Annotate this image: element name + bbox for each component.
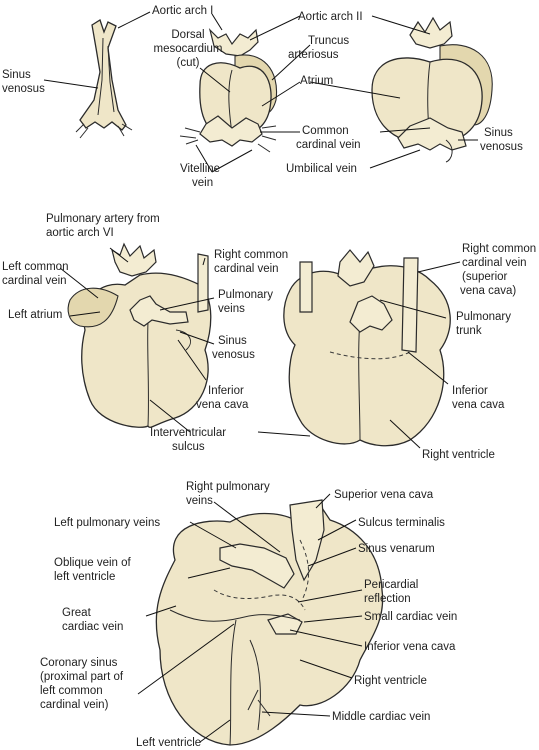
row1-leaders [43, 11, 478, 173]
label-right-ventricle-bottom: Right ventricle [354, 675, 427, 687]
label-coronary-sinus-2: (proximal part of [40, 671, 124, 683]
label-interventricular-1: Interventricular [150, 427, 226, 439]
label-great-cardiac-2: cardiac vein [62, 621, 123, 633]
label-right-common-cardinal-b2: cardinal vein [462, 257, 527, 269]
label-sinus-venosus-right-1: Sinus [484, 127, 513, 139]
stage1-heart-tube [75, 19, 133, 139]
label-atrium: Atrium [300, 75, 333, 87]
label-sinus-venosus-mid-2: venosus [212, 349, 255, 361]
label-small-cardiac: Small cardiac vein [364, 611, 457, 623]
label-sinus-venosus-mid-1: Sinus [218, 335, 247, 347]
label-pericardial-1: Pericardial [364, 579, 418, 591]
label-coronary-sinus-1: Coronary sinus [40, 657, 118, 669]
label-vitelline-1: Vitelline [180, 163, 220, 175]
label-aortic-arch-2: Aortic arch II [298, 11, 363, 23]
label-ivc-right-1: Inferior [452, 385, 488, 397]
label-left-common-cardinal-1: Left common [2, 261, 68, 273]
label-vitelline-2: vein [192, 177, 213, 189]
row3-leaders [137, 493, 363, 743]
label-sinus-venosus-right-2: venosus [480, 141, 523, 153]
label-sinus-venosus-left-2: venosus [2, 83, 45, 95]
label-oblique-vein-1: Oblique vein of [54, 557, 132, 569]
label-great-cardiac-1: Great [62, 607, 92, 619]
label-pulm-artery-1: Pulmonary artery from [46, 213, 160, 225]
label-dorsal-mesocardium-1: Dorsal [171, 29, 204, 41]
labels: Aortic arch I Aortic arch II Dorsal meso… [2, 5, 536, 749]
label-coronary-sinus-3: left common [40, 685, 103, 697]
label-dorsal-mesocardium-3: (cut) [177, 57, 200, 69]
label-svc: Superior vena cava [334, 489, 434, 501]
label-pulm-trunk-1: Pulmonary [456, 311, 511, 323]
label-pulm-trunk-2: trunk [456, 325, 482, 337]
label-interventricular-2: sulcus [172, 441, 205, 453]
label-aortic-arch-1: Aortic arch I [152, 5, 213, 17]
label-right-pulm-veins-2: veins [186, 495, 213, 507]
label-pulm-veins-2: veins [218, 303, 245, 315]
adult-heart-posterior [155, 499, 384, 746]
label-pericardial-2: reflection [364, 593, 411, 605]
label-truncus-2: arteriosus [288, 49, 339, 61]
label-right-common-cardinal-b1: Right common [462, 243, 536, 255]
label-left-pulm-veins: Left pulmonary veins [54, 517, 160, 529]
stage5-heart [283, 249, 451, 447]
label-ivc-right-2: vena cava [452, 399, 505, 411]
stage2-looping-heart [179, 28, 278, 153]
row2-leaders [59, 247, 461, 449]
label-ivc-mid-2: vena cava [196, 399, 249, 411]
label-common-cardinal-2: cardinal vein [296, 139, 361, 151]
label-truncus-1: Truncus [308, 35, 349, 47]
label-pulm-artery-2: aortic arch VI [46, 227, 114, 239]
label-sulcus-terminalis: Sulcus terminalis [358, 517, 445, 529]
label-dorsal-mesocardium-2: mesocardium [153, 43, 222, 55]
label-oblique-vein-2: left ventricle [54, 571, 115, 583]
label-sinus-venosus-left-1: Sinus [2, 69, 31, 81]
label-sinus-venarum: Sinus venarum [358, 543, 435, 555]
label-right-common-cardinal-a2: cardinal vein [214, 263, 279, 275]
label-ivc-mid-1: Inferior [208, 385, 244, 397]
label-ivc-bottom: Inferior vena cava [364, 641, 456, 653]
stage3-heart [371, 16, 493, 163]
label-middle-cardiac: Middle cardiac vein [332, 711, 430, 723]
label-left-atrium: Left atrium [8, 309, 62, 321]
label-common-cardinal-1: Common [302, 125, 349, 137]
label-right-ventricle-mid: Right ventricle [422, 449, 495, 461]
label-right-common-cardinal-b3: (superior [462, 271, 508, 283]
stage4-heart-dorsal [67, 242, 212, 428]
label-coronary-sinus-4: cardinal vein) [40, 699, 109, 711]
label-right-common-cardinal-b4: vena cava) [460, 285, 516, 297]
label-left-common-cardinal-2: cardinal vein [2, 275, 67, 287]
label-pulm-veins-1: Pulmonary [218, 289, 273, 301]
label-right-pulm-veins-1: Right pulmonary [186, 481, 270, 493]
label-right-common-cardinal-a1: Right common [214, 249, 288, 261]
label-left-ventricle: Left ventricle [136, 737, 201, 749]
label-umbilical: Umbilical vein [286, 163, 357, 175]
